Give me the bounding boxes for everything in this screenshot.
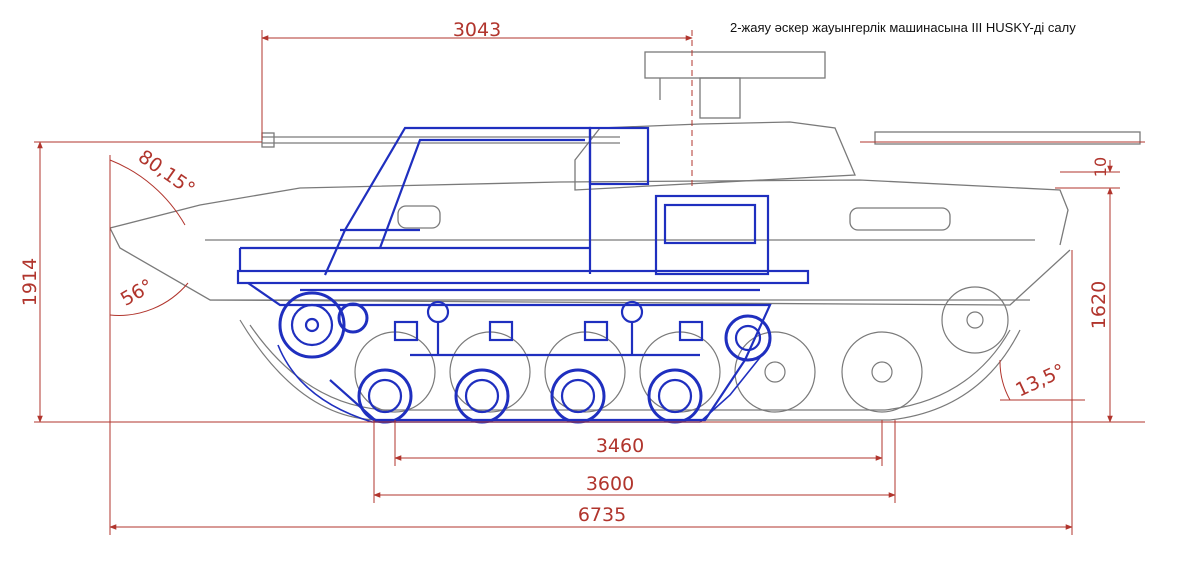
dim-overall-length: 6735: [578, 504, 626, 526]
vehicle-outline: [109, 51, 1141, 306]
dim-track-outer: 3600: [586, 473, 634, 495]
angle-rear: 13,5°: [1012, 360, 1068, 402]
angle-front-lower: 56°: [117, 275, 157, 311]
dimension-labels: 3043 1914 1620 10 3460 3600 6735 80,15° …: [19, 19, 1110, 526]
angle-front-upper: 80,15°: [134, 146, 199, 201]
dim-offset: 10: [1091, 157, 1110, 177]
dim-total-height: 1914: [19, 258, 41, 306]
diagram-caption: 2-жаяу әскер жауынгерлік машинасына III …: [730, 20, 1076, 35]
dim-top-length: 3043: [453, 19, 501, 41]
dimension-lines: [34, 30, 1145, 535]
dim-track-inner: 3460: [596, 435, 644, 457]
vehicle-running-gear: [239, 286, 1021, 421]
dim-hull-height: 1620: [1088, 281, 1110, 329]
husky-overlay: [236, 126, 810, 424]
